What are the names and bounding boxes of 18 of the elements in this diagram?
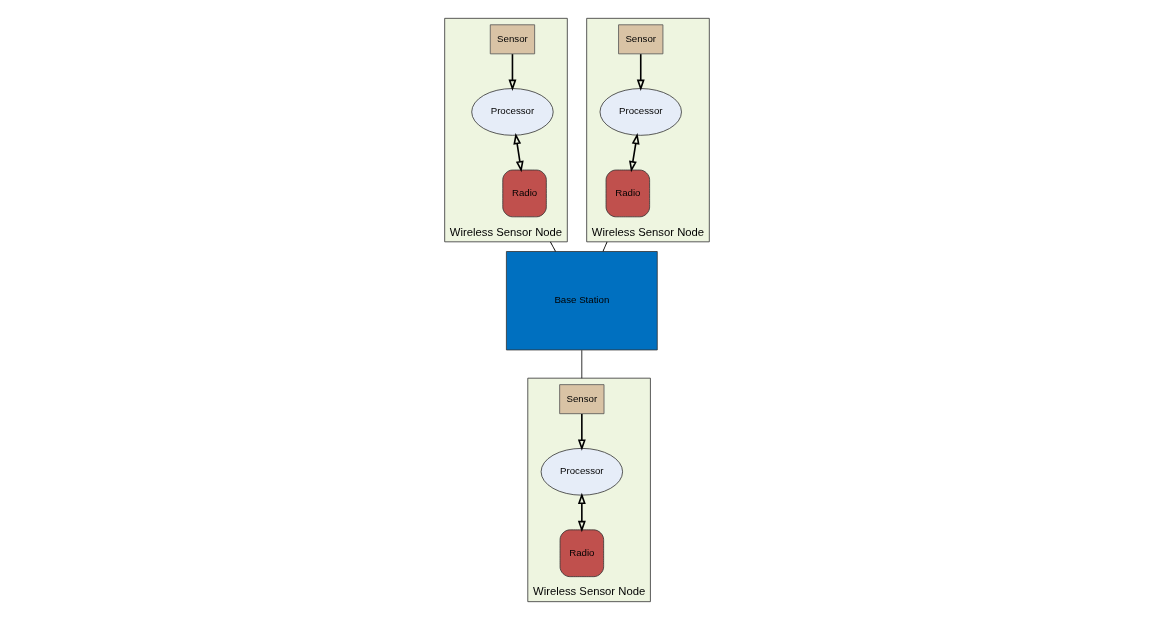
node-box: Sensor xyxy=(558,384,604,415)
arrow xyxy=(628,133,640,173)
arrow xyxy=(577,492,586,533)
node-box: Radio xyxy=(559,529,604,578)
connector xyxy=(602,241,607,252)
arrow xyxy=(636,53,645,91)
arrow xyxy=(577,413,586,451)
connector xyxy=(580,350,582,379)
node-box: Radio xyxy=(605,169,650,218)
arrow xyxy=(508,53,516,91)
node-box: Sensor xyxy=(617,24,663,55)
node-box: Sensor xyxy=(489,24,535,55)
node-ellipse: Processor xyxy=(540,447,623,496)
node-ellipse: Processor xyxy=(599,88,682,136)
node-ellipse: Processor xyxy=(470,88,554,136)
arrow xyxy=(512,133,524,173)
node-box: Base Station xyxy=(505,251,658,351)
node-box: Radio xyxy=(501,169,547,218)
